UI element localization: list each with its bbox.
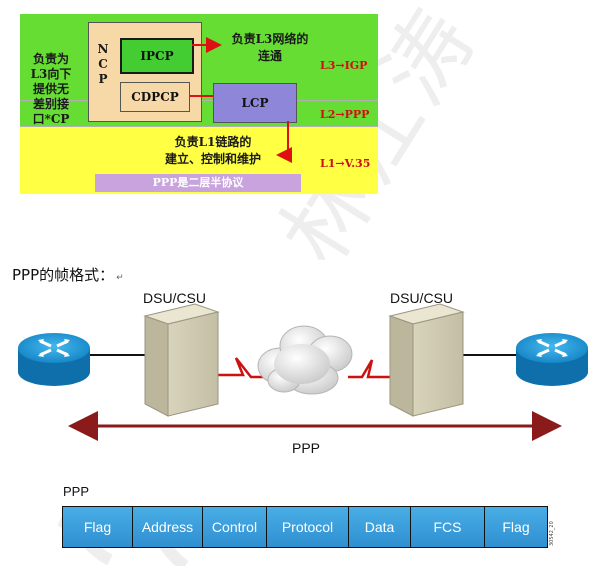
frame-field-control: Control	[203, 507, 267, 547]
cp-description-line: 口*CP	[32, 112, 70, 126]
ncp-letter: P	[98, 72, 108, 86]
layer-label-l3: L3→IGP	[320, 59, 368, 72]
lcp-arrow	[276, 121, 292, 163]
frame-field-fcs: FCS	[411, 507, 485, 547]
right-router-icon	[516, 333, 588, 386]
ppp-span-label: PPP	[292, 440, 321, 456]
frame-field-flag: Flag	[63, 507, 133, 547]
l3-description-line: 负责L3网络的	[231, 32, 309, 46]
link-diagram	[18, 303, 588, 441]
ncp-letter: N	[97, 42, 109, 56]
figure-code: 30542_20	[549, 521, 555, 546]
lcp-box: LCP	[213, 83, 297, 123]
right-dsu-csu-icon	[388, 303, 465, 417]
right-dsu-label: DSU/CSU	[390, 290, 454, 306]
frame-field-protocol: Protocol	[267, 507, 349, 547]
layer-label-l1: L1→V.35	[320, 157, 371, 170]
frame-field-address: Address	[133, 507, 203, 547]
ppp-frame: Flag Address Control Protocol Data FCS F…	[62, 506, 548, 548]
frame-heading-text: PPP的帧格式：	[12, 266, 115, 284]
cp-description-line: 差别接	[32, 97, 69, 111]
frame-field-data: Data	[349, 507, 411, 547]
cp-description-line: 提供无	[32, 82, 69, 96]
ipcp-box: IPCP	[120, 38, 194, 74]
cp-description-line: L3向下	[30, 67, 72, 81]
frame-heading: PPP的帧格式：↵	[12, 264, 124, 285]
band-divider	[20, 126, 378, 127]
left-serial-link	[217, 357, 264, 379]
return-mark: ↵	[116, 273, 124, 283]
cp-description: 负责为 L3向下 提供无 差别接 口*CP	[22, 52, 80, 127]
right-serial-link	[348, 359, 392, 379]
frame-field-flag-end: Flag	[485, 507, 547, 547]
l1-description-line: 建立、控制和维护	[164, 152, 261, 166]
left-router-icon	[18, 333, 90, 386]
stack-arrows	[190, 37, 292, 163]
ncp-letter: C	[98, 57, 108, 71]
left-dsu-csu-icon	[143, 303, 220, 417]
l1-description: 负责L1链路的 建立、控制和维护	[153, 134, 273, 168]
left-dsu-label: DSU/CSU	[143, 290, 207, 306]
cdpcp-box: CDPCP	[120, 82, 190, 112]
wan-cloud-icon	[257, 325, 353, 395]
layer-label-l2: L2→PPP	[320, 108, 370, 121]
ppp-note: PPP是二层半协议	[95, 174, 301, 192]
ncp-label: N C P	[95, 42, 111, 87]
l1-description-line: 负责L1链路的	[174, 135, 252, 149]
frame-label: PPP	[63, 484, 90, 499]
cp-description-line: 负责为	[32, 52, 69, 66]
l3-description: 负责L3网络的 连通	[222, 31, 318, 65]
l3-description-line: 连通	[257, 49, 282, 63]
